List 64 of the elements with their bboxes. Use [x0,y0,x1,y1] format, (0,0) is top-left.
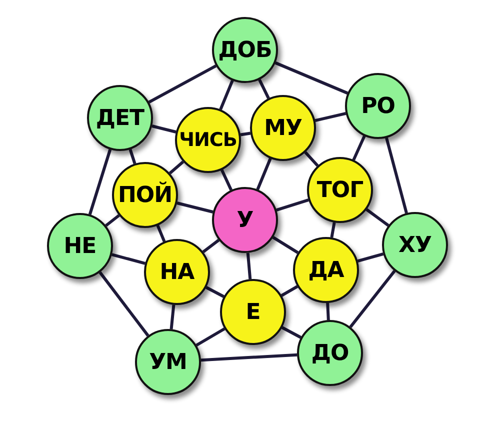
connector-line [105,214,120,227]
word-circle [220,279,286,345]
connector-line [88,149,112,215]
connector-line [220,169,232,191]
syllable: ЧИСЬ [179,129,237,151]
connector-line [170,304,176,330]
word-circle [293,237,359,303]
connector-line [366,208,390,227]
syllable: РО [361,94,395,118]
syllable: НЕ [64,234,96,258]
connector-line [280,285,298,297]
syllable: УМ [149,350,187,374]
word-circle [212,187,278,253]
syllable: ДО [311,340,349,366]
connector-line [152,124,176,134]
word-circle [175,107,241,173]
word-circle [135,329,201,395]
connector-line [246,252,252,280]
connector-line [357,252,384,263]
connector-line [349,270,396,328]
connector-line [202,238,220,254]
connector-line [326,302,330,320]
connector-line [274,61,348,95]
connector-line [385,138,408,214]
connector-line [330,222,336,238]
word-circle [87,85,153,151]
connector-line [128,148,136,164]
connector-line [276,198,309,212]
word-circle [212,17,278,83]
syllable: НА [160,260,194,284]
word-circle [297,320,363,386]
connector-line [206,286,224,298]
word-circle [382,212,448,278]
word-circle [307,157,373,223]
connector-line [176,202,214,214]
connector-line [256,158,272,190]
connector-line [314,112,346,122]
word-circle [112,162,178,228]
connector-line [156,224,166,242]
connector-line [148,64,217,104]
connector-line [304,151,319,167]
syllable: ДЕТ [96,106,144,130]
connector-line [281,326,302,339]
word-circle [345,73,411,139]
connector-line [98,271,150,337]
connector-line [258,79,270,99]
word-circle [47,213,113,279]
connector-line [196,327,226,347]
syllable: Е [246,300,260,324]
connector-line [111,253,146,265]
connector-line [168,160,184,174]
syllable: ТОГ [316,178,364,202]
syllable: ДОБ [218,38,272,62]
word-circle [250,95,316,161]
connector-line [219,80,234,110]
syllable: У [236,208,254,232]
connector-line [352,135,366,161]
syllable: МУ [264,116,302,140]
connector-line [240,132,251,136]
syllable: ДА [308,258,344,282]
word-circle [144,239,210,305]
connector-line [200,353,298,362]
syllable: ПОЙ [118,182,172,208]
syllable: ХУ [398,232,432,258]
